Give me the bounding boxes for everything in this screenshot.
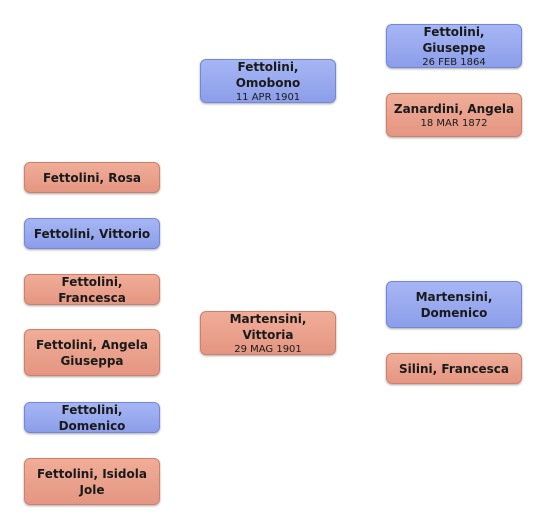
person-name: Fettolini, Omobono [235, 59, 301, 90]
person-name: Silini, Francesca [399, 361, 509, 376]
person-card-child-3[interactable]: Fettolini, Francesca [24, 274, 160, 305]
person-name: Zanardini, Angela [393, 101, 515, 116]
person-name: Martensini, Vittoria [229, 311, 307, 342]
person-card-maternal-grandfather[interactable]: Martensini, Domenico [386, 281, 522, 328]
person-name: Fettolini, Angela Giuseppa [36, 337, 148, 368]
person-name: Fettolini, Giuseppe [422, 24, 486, 55]
person-date: 29 MAG 1901 [234, 343, 302, 355]
person-card-child-4[interactable]: Fettolini, Angela Giuseppa [24, 329, 160, 376]
person-name: Fettolini, Isidola Jole [37, 466, 147, 497]
person-card-child-1[interactable]: Fettolini, Rosa [24, 162, 160, 193]
person-card-child-2[interactable]: Fettolini, Vittorio [24, 218, 160, 249]
person-name: Fettolini, Francesca [58, 274, 126, 305]
person-date: 11 APR 1901 [235, 91, 301, 103]
person-name: Fettolini, Vittorio [33, 226, 151, 241]
person-card-maternal-grandmother[interactable]: Silini, Francesca [386, 353, 522, 384]
person-card-father[interactable]: Fettolini, Omobono 11 APR 1901 [200, 59, 336, 103]
person-card-mother[interactable]: Martensini, Vittoria 29 MAG 1901 [200, 311, 336, 355]
person-name: Fettolini, Rosa [43, 170, 141, 185]
person-name: Fettolini, Domenico [58, 402, 126, 433]
person-date: 26 FEB 1864 [422, 56, 486, 68]
person-card-paternal-grandmother[interactable]: Zanardini, Angela 18 MAR 1872 [386, 93, 522, 137]
person-card-paternal-grandfather[interactable]: Fettolini, Giuseppe 26 FEB 1864 [386, 24, 522, 68]
person-card-child-5[interactable]: Fettolini, Domenico [24, 402, 160, 433]
person-name: Martensini, Domenico [415, 289, 493, 320]
person-date: 18 MAR 1872 [420, 117, 488, 129]
person-card-child-6[interactable]: Fettolini, Isidola Jole [24, 458, 160, 505]
